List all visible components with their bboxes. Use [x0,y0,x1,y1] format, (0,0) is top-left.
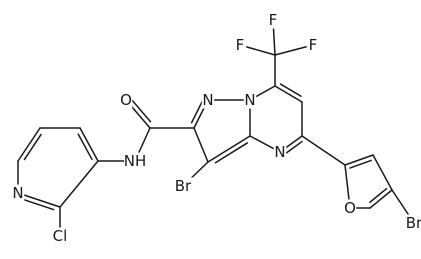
svg-text:F: F [236,36,245,54]
bond-line [301,135,346,166]
svg-text:F: F [269,11,278,29]
bond-line [23,133,42,161]
bond-line [349,159,372,169]
atom-label-nh: NH [124,152,147,170]
atom-label-n-pyrazole: N [201,91,215,109]
svg-text:Br: Br [175,177,192,195]
bond-line [131,99,152,123]
svg-text:NH: NH [124,152,147,170]
bond-line [372,154,393,191]
atom-label-f2: F [266,11,280,29]
atom-label-f1: F [233,36,247,54]
bond-line [284,140,303,155]
svg-text:N: N [12,184,23,202]
bond-line [274,44,314,56]
atom-label-o-furan: O [343,199,357,217]
atom-label-o-amide: O [119,91,133,109]
bond-line [369,187,388,204]
atom-label-n-bridge: N [243,91,257,109]
bond-line [369,189,393,209]
bond-line [77,133,93,160]
bond-line [207,135,251,163]
bond-line [344,154,374,166]
bond-line [214,142,249,164]
bond-line [193,127,209,163]
bond-line [274,85,303,103]
svg-text:F: F [309,36,318,54]
bond-line [279,83,302,97]
svg-text:Cl: Cl [53,227,68,245]
svg-text:O: O [344,199,356,217]
atom-labels: F F F O N N N NH Br Br O N Cl [11,11,421,245]
bond-line [79,127,99,162]
bond-line [17,192,61,208]
bonds [17,19,415,237]
atom-label-n-pyridine: N [11,184,25,202]
atom-label-f3: F [306,36,320,54]
bond-line [59,160,99,208]
bond-line [190,100,204,124]
svg-text:O: O [120,91,132,109]
bond-line [20,198,55,211]
atom-label-br-furan: Br [403,214,421,232]
svg-text:N: N [244,91,255,109]
svg-text:N: N [274,143,285,161]
atom-label-n-pyrimidine: N [273,143,287,161]
atom-label-cl: Cl [49,227,71,245]
svg-text:Br: Br [406,214,421,232]
bond-line [17,127,41,162]
svg-text:N: N [202,91,213,109]
atom-label-br-top: Br [172,177,194,195]
